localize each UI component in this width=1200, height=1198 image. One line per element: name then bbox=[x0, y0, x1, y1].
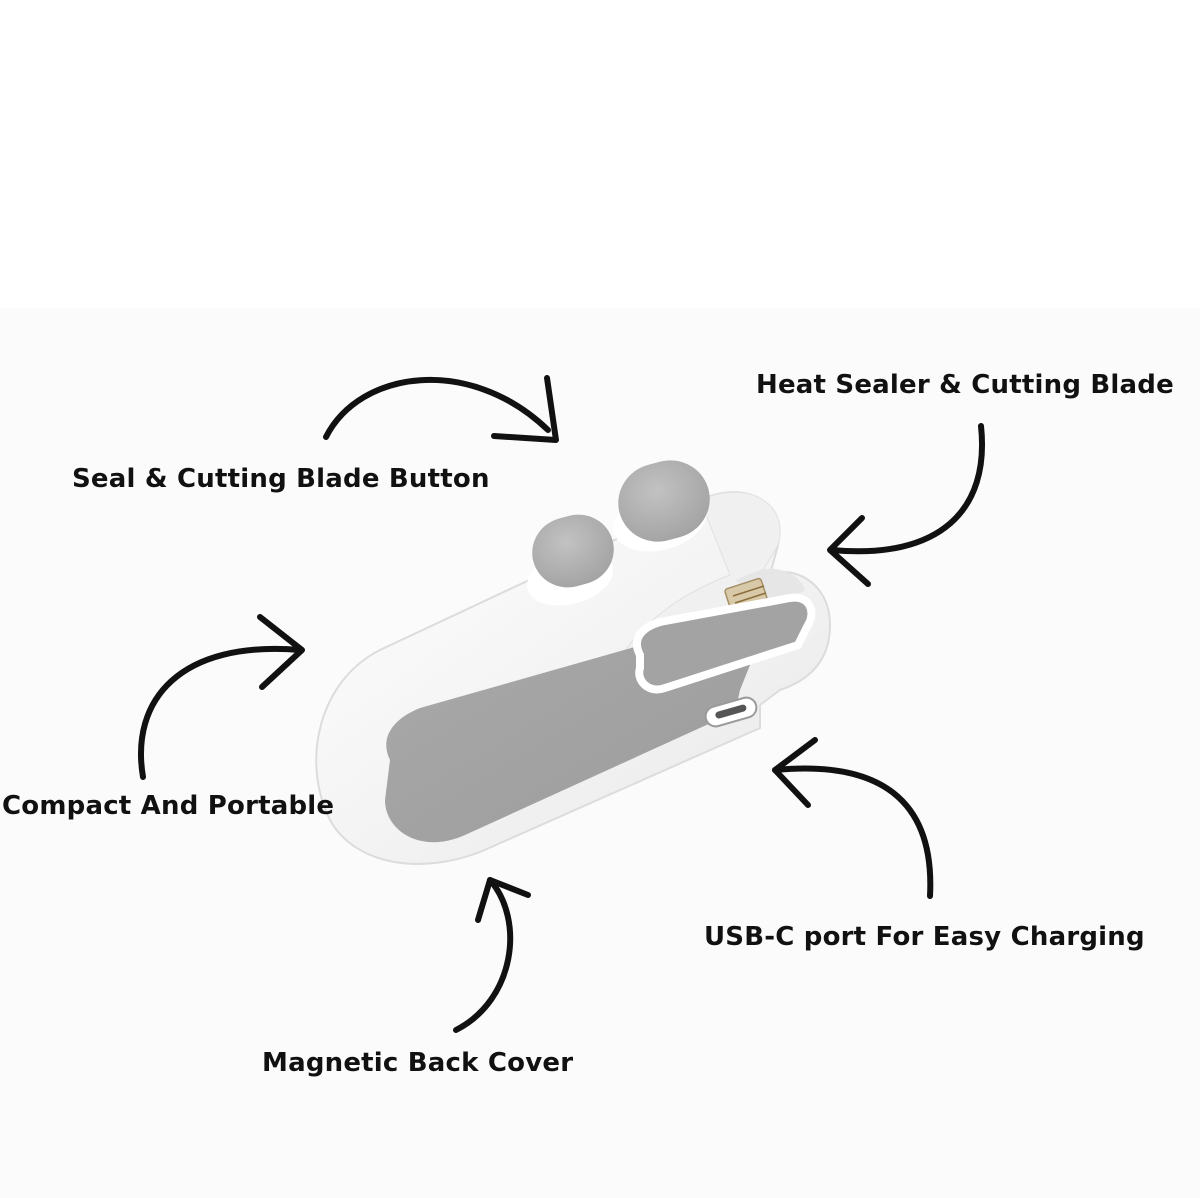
heat-sealer-device bbox=[315, 460, 832, 865]
label-compact: Compact And Portable bbox=[2, 791, 335, 821]
slot-window bbox=[632, 593, 816, 694]
label-heat-sealer: Heat Sealer & Cutting Blade bbox=[756, 370, 1174, 400]
label-usb-c: USB-C port For Easy Charging bbox=[704, 922, 1145, 952]
seal-button bbox=[612, 460, 710, 552]
usb-c-port-icon bbox=[704, 696, 758, 728]
label-magnetic-cover: Magnetic Back Cover bbox=[262, 1048, 574, 1078]
curved-arrow-icon bbox=[827, 423, 985, 587]
label-seal-button: Seal & Cutting Blade Button bbox=[72, 464, 490, 494]
curved-arrow-icon bbox=[453, 877, 531, 1033]
curved-arrow-icon bbox=[323, 375, 559, 443]
cutting-blade-button bbox=[526, 514, 614, 606]
curved-arrow-icon bbox=[772, 737, 934, 899]
curved-arrow-icon bbox=[138, 614, 305, 780]
